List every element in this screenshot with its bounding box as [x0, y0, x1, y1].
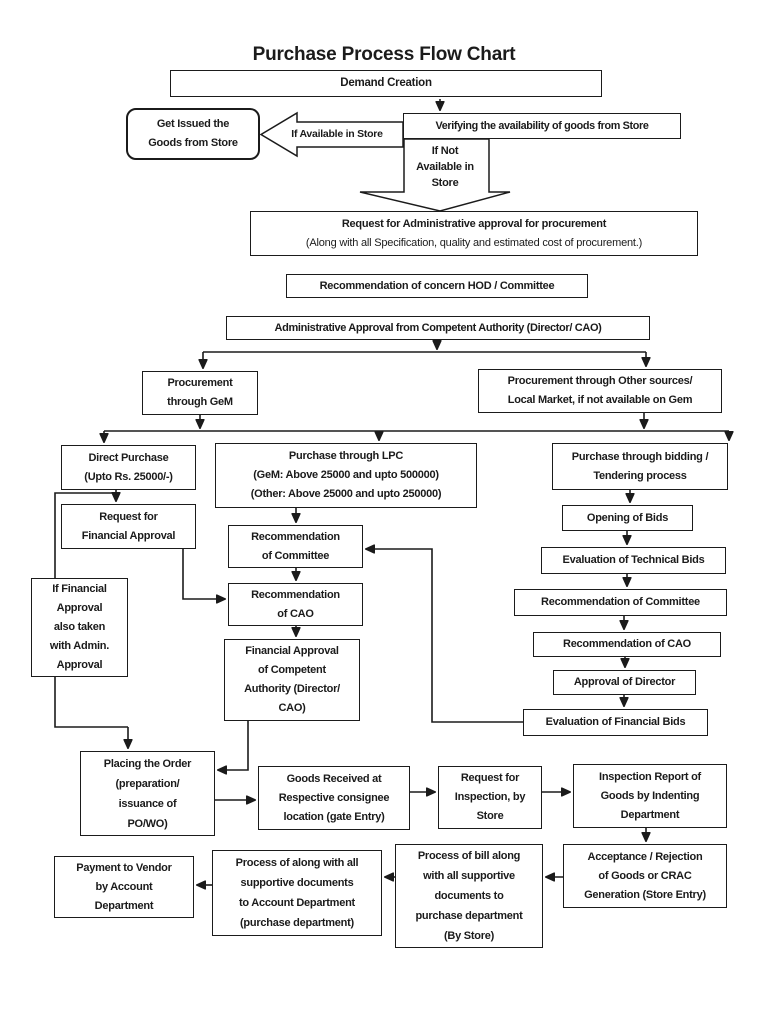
node-goods-received: Goods Received at Respective consignee l… — [258, 766, 410, 830]
node-verifying-availability: Verifying the availability of goods from… — [403, 113, 681, 139]
node-direct-purchase: Direct Purchase (Upto Rs. 25000/-) — [61, 445, 196, 490]
node-recommendation-committee-right: Recommendation of Committee — [514, 589, 727, 616]
edge-label-if-available: If Available in Store — [291, 128, 383, 140]
node-placing-the-order: Placing the Order (preparation/ issuance… — [80, 751, 215, 836]
node-acceptance-rejection: Acceptance / Rejection of Goods or CRAC … — [563, 844, 727, 908]
request-admin-approval-heading: Request for Administrative approval for … — [341, 217, 607, 230]
request-admin-approval-subtext: (Along with all Specification, quality a… — [305, 236, 643, 249]
node-request-financial-approval: Request for Financial Approval — [61, 504, 196, 549]
edge-label-if-not-available: If Not Available in Store — [416, 145, 474, 189]
edge-fin-approval-to-placing — [218, 721, 249, 770]
node-recommendation-cao-mid: Recommendation of CAO — [228, 583, 363, 626]
node-recommendation-cao-right: Recommendation of CAO — [533, 632, 721, 657]
node-request-for-inspection: Request for Inspection, by Store — [438, 766, 542, 829]
node-procurement-gem: Procurement through GeM — [142, 371, 258, 415]
page-title: Purchase Process Flow Chart — [252, 44, 516, 65]
node-process-to-account-dept: Process of along with all supportive doc… — [212, 850, 382, 936]
node-evaluation-financial-bids: Evaluation of Financial Bids — [523, 709, 708, 736]
node-recommendation-committee-mid: Recommendation of Committee — [228, 525, 363, 568]
edge-req-fin-to-rec-cao — [182, 549, 225, 599]
node-financial-approval-authority: Financial Approval of Competent Authorit… — [224, 639, 360, 721]
node-request-admin-approval: Request for Administrative approval for … — [250, 211, 698, 256]
node-process-of-bill: Process of bill along with all supportiv… — [395, 844, 543, 948]
node-get-issued-goods: Get Issued the Goods from Store — [126, 108, 260, 160]
node-evaluation-technical-bids: Evaluation of Technical Bids — [541, 547, 726, 574]
node-payment-to-vendor: Payment to Vendor by Account Department — [54, 856, 194, 918]
node-opening-of-bids: Opening of Bids — [562, 505, 693, 531]
node-recommendation-hod: Recommendation of concern HOD / Committe… — [286, 274, 588, 298]
edge-eval-fin-feedback — [366, 549, 523, 723]
node-procurement-other-sources: Procurement through Other sources/ Local… — [478, 369, 722, 413]
node-purchase-bidding: Purchase through bidding / Tendering pro… — [552, 443, 728, 490]
node-admin-approval-authority: Administrative Approval from Competent A… — [226, 316, 650, 340]
node-approval-of-director: Approval of Director — [553, 670, 696, 695]
block-arrow-if-not-available — [359, 138, 511, 212]
node-if-financial-approval: If Financial Approval also taken with Ad… — [31, 578, 128, 677]
node-demand-creation: Demand Creation — [170, 70, 602, 97]
block-arrow-if-available — [259, 111, 404, 158]
node-inspection-report: Inspection Report of Goods by Indenting … — [573, 764, 727, 828]
node-purchase-lpc: Purchase through LPC (GeM: Above 25000 a… — [215, 443, 477, 508]
